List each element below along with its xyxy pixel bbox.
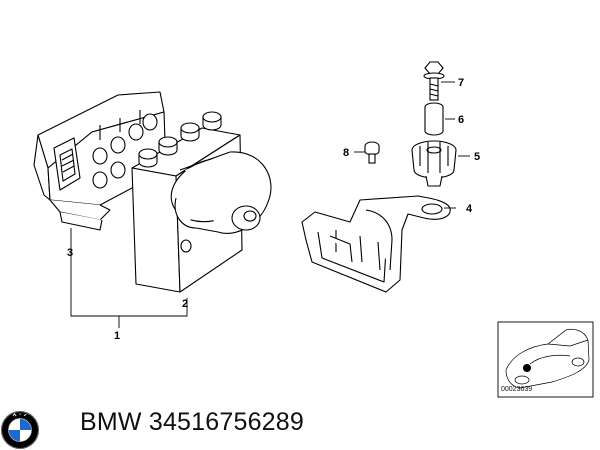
bolt-part-7 [423,61,445,101]
rubber-mount-part-5 [411,140,457,187]
callout-2: 2 [182,298,188,310]
callout-7: 7 [458,77,464,89]
inset-car-location [497,321,594,398]
location-marker-icon [523,364,531,372]
callout-8: 8 [343,147,349,159]
bracket-part-4 [301,195,451,293]
callout-1: 1 [114,330,120,342]
leader-lines [70,81,470,328]
callout-5: 5 [474,151,480,163]
callout-3: 3 [67,247,73,259]
screw-part-8 [364,141,380,164]
callout-4: 4 [466,203,473,215]
inset-code: 00023639 [501,386,533,393]
callout-6: 6 [458,114,464,126]
pump-motor [170,150,272,234]
sleeve-part-6 [424,102,444,136]
bmw-roundel-logo [1,411,39,449]
car-outline-icon [505,328,590,389]
part-number-caption: BMW 34516756289 [80,408,304,436]
